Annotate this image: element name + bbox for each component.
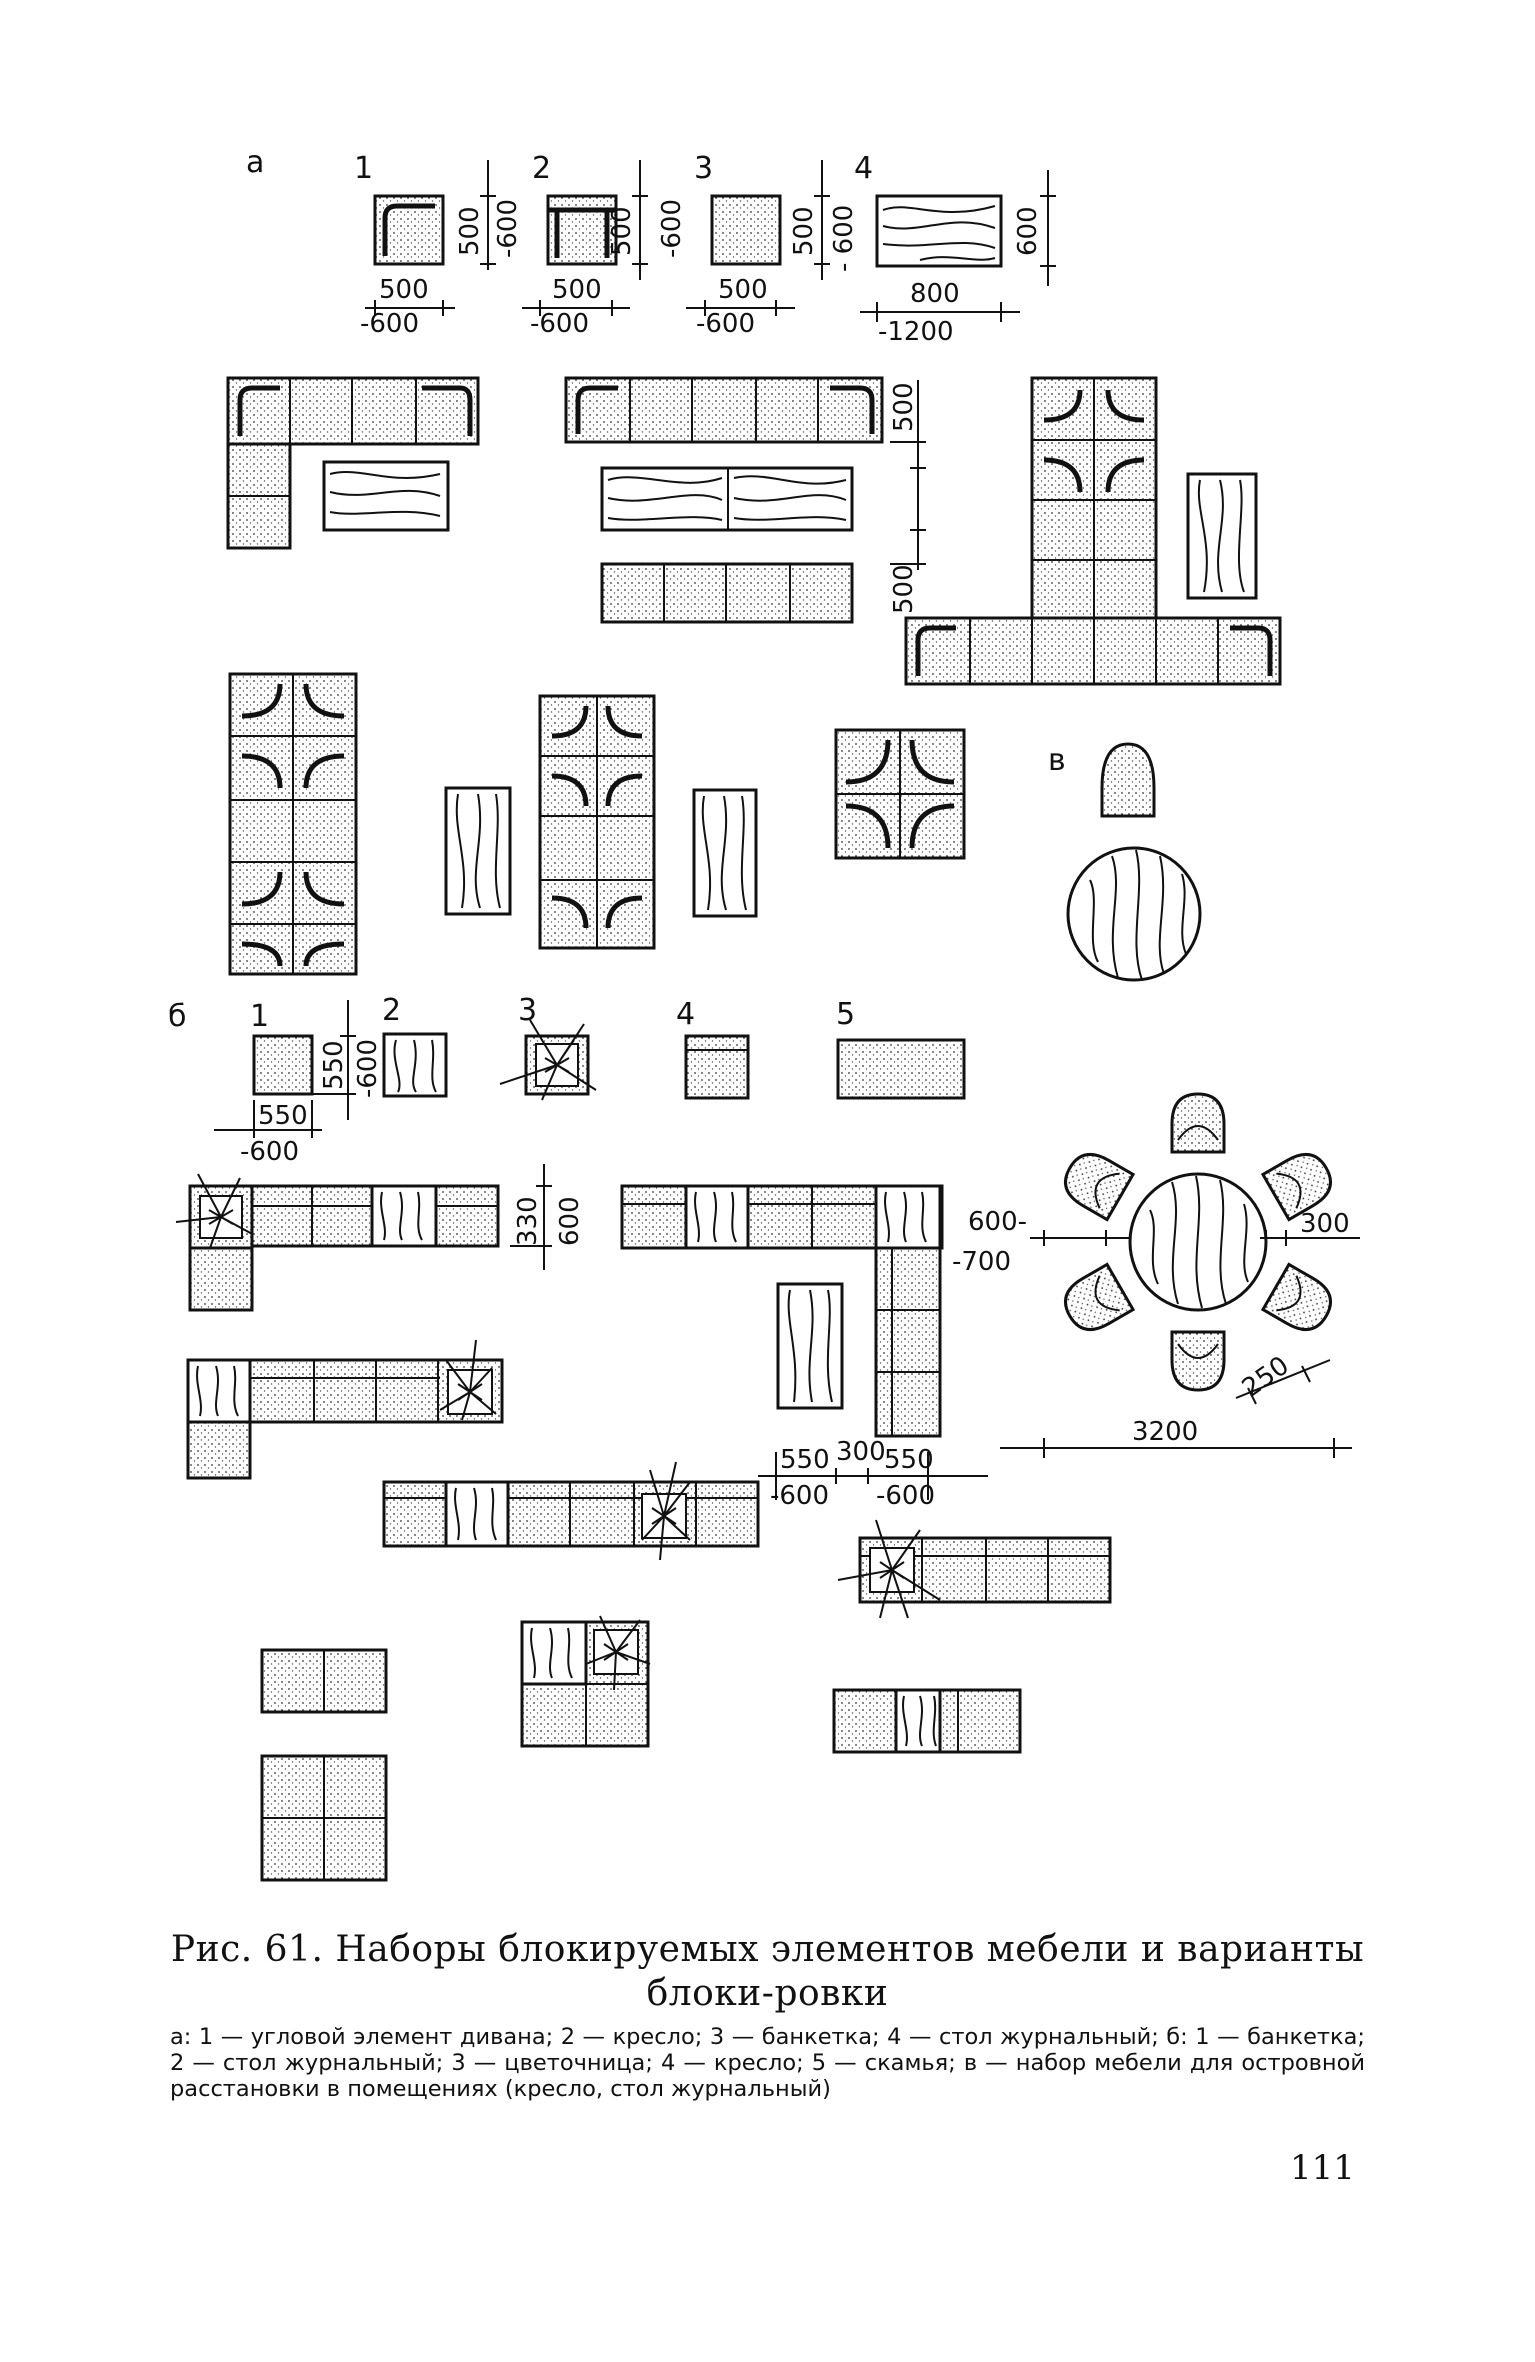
a1-depth-dim-max: -600 [493,199,523,258]
a4-width-dim-max: -1200 [878,317,954,347]
b1-width-dim: 550 [258,1101,308,1131]
a1-width-dim-max: -600 [360,309,419,339]
v-armchair-top-right [1260,1153,1332,1222]
v-armchair-top [1170,1092,1226,1154]
a2-width-dim-max: -600 [530,309,589,339]
caption-legend: а: 1 — угловой элемент дивана; 2 — кресл… [170,2024,1365,2102]
v-chair-distance-dim: 600- [968,1207,1027,1237]
a-table-vertical-1 [444,786,512,916]
a3-width-dim: 500 [718,275,768,305]
b-flower-armchair-group [520,1615,651,1748]
a-gap-dim-2: 500 [889,564,919,614]
b3-flower-box [499,1019,597,1101]
b-item-number-5: 5 [836,997,855,1032]
caption-title: Рис. 61. Наборы блокируемых элементов ме… [170,1929,1365,2014]
a-item-number-2: 2 [532,151,551,186]
b-bench-with-table [832,1688,1022,1754]
a2-armchair [546,194,618,266]
v-armchair-bottom-right [1260,1262,1332,1331]
v-armchair-bottom [1170,1330,1226,1392]
b-dimension-lines [214,1000,356,1138]
v-chair-distance-dim-max: -700 [952,1247,1011,1277]
a-gap-dim-1: 500 [889,382,919,432]
a1-width-dim: 500 [379,275,429,305]
a-t-shaped-arrangement [904,376,1282,686]
a-straight-sofa-arrangement [564,376,926,624]
b2-coffee-table [382,1032,448,1098]
b-spacing-dim-3: 550 [884,1445,934,1475]
b-item-number-1: 1 [250,999,269,1034]
b1-depth-dim-max: -600 [353,1039,383,1098]
b-spacing-dim-1: 550 [780,1445,830,1475]
b-seat-depth-dim: 330 [513,1196,543,1246]
a4-width-dim: 800 [910,279,960,309]
v-chair-gap-dim: 250 [1237,1351,1295,1404]
b-bench-row [382,1461,760,1561]
page-number: 111 [1290,2148,1355,2188]
b-seat-depth-dim-max: 600 [555,1196,585,1246]
a2-width-dim: 500 [552,275,602,305]
a1-corner-sofa-element [373,194,445,266]
v-armchair-bottom-left [1064,1262,1136,1331]
panel-label-a: а [246,145,264,180]
a1-depth-dim: 500 [455,206,485,256]
b4-armchair [684,1034,750,1100]
b-corner-arrangement-3 [186,1339,504,1480]
v-armchair-top-left [1064,1153,1136,1222]
a-double-sofa-column-center [538,694,656,950]
b-spacing-dim-3-max: -600 [876,1481,935,1511]
b-spacing-dim-2: 300 [836,1437,886,1467]
b1-depth-dim: 550 [319,1040,349,1090]
a4-coffee-table [875,194,1003,268]
a3-depth-dim-max: - 600 [829,205,859,272]
a-dimension-lines [365,160,1056,322]
a4-depth-dim: 600 [1013,206,1043,256]
figure-caption: Рис. 61. Наборы блокируемых элементов ме… [170,1928,1365,2102]
a-item-number-1: 1 [354,151,373,186]
a3-depth-dim: 500 [789,206,819,256]
v-armchair-sample [1100,742,1156,818]
b-item-number-2: 2 [382,993,401,1028]
a-item-number-3: 3 [694,151,713,186]
b-bench-with-flower [837,1519,1112,1619]
b-double-bench-1 [260,1648,388,1714]
b-item-number-3: 3 [518,993,537,1028]
b5-bench [836,1038,966,1100]
panel-label-v: в [1048,743,1066,778]
b-spacing-dimension-lines [758,1452,988,1500]
b-square-banquette-group [260,1754,388,1882]
a-item-number-4: 4 [854,151,873,186]
b-corner-arrangement-2 [620,1184,944,1438]
b-corner-arrangement-1 [175,1164,552,1312]
a3-banquette [710,194,782,266]
b1-banquette [252,1034,314,1096]
a-double-sofa-column-left [228,672,358,976]
v-round-table-sample [1066,846,1202,982]
a3-width-dim-max: -600 [696,309,755,339]
a2-depth-dim-max: -600 [657,199,687,258]
a-corner-sofa-arrangement [226,376,480,550]
b1-width-dim-max: -600 [240,1137,299,1167]
a2-depth-dim: 500 [607,206,637,256]
a-cross-arrangement [834,728,966,860]
v-island-arrangement [1000,1092,1360,1458]
b-spacing-dim-1-max: -600 [770,1481,829,1511]
v-table-gap-dim: 300 [1300,1209,1350,1239]
furniture-figure: а 1 2 3 4 500 -600 500 -600 500 -600 500… [168,145,1360,1882]
a-table-vertical-2 [692,788,758,918]
panel-label-b: б [168,999,187,1034]
v-overall-diameter-dim: 3200 [1132,1417,1198,1447]
b-item-number-4: 4 [676,997,695,1032]
